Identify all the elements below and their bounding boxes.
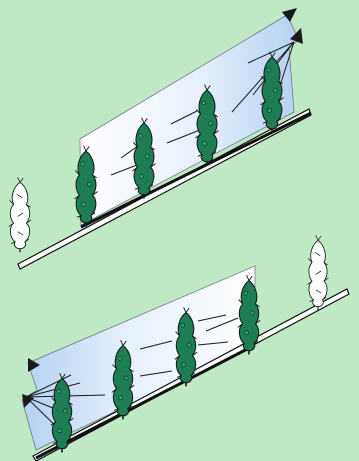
upper-unlit-plant-icon xyxy=(9,177,31,252)
lower-scene xyxy=(22,235,349,461)
lower-unlit-plant-icon xyxy=(308,235,329,310)
upper-scene xyxy=(9,8,311,269)
